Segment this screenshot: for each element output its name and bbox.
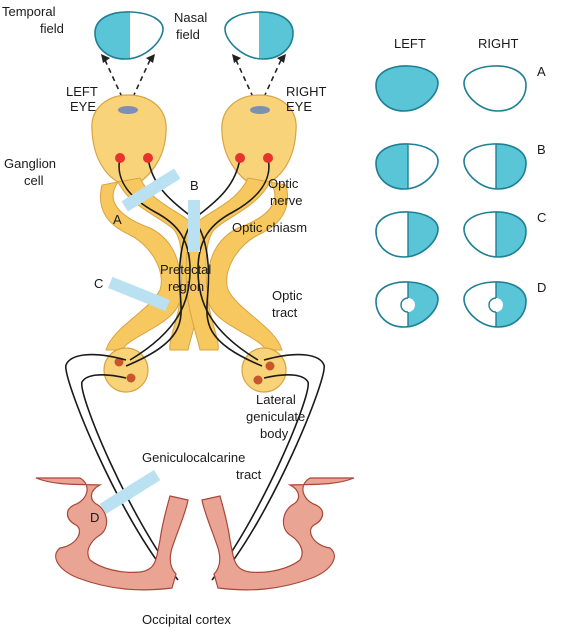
lesion-letter-a: A [113, 212, 122, 227]
defect-row-a: A [375, 64, 546, 112]
lesion-b-bar [188, 200, 200, 252]
lesion-c-bar [108, 276, 170, 312]
defect-row-d: D [375, 280, 546, 328]
optic-chiasm-label: Optic chiasm [232, 220, 307, 235]
defect-row-b: B [375, 142, 546, 190]
sight-arrowheads [101, 54, 286, 63]
lesion-d-bar [99, 469, 161, 515]
occipital-cortex-label: Occipital cortex [142, 612, 231, 627]
lesion-markers [99, 168, 200, 515]
nerve-fibers [118, 157, 270, 367]
geniculocalcarine-tracts [65, 353, 325, 581]
lgb-cells [114, 357, 275, 385]
defect-row-c: C [375, 210, 546, 258]
lesion-letter-d: D [90, 510, 99, 525]
lesion-letter-c: C [94, 276, 103, 291]
lesion-a-bar [121, 168, 181, 212]
defect-letter-c: C [537, 210, 546, 225]
defect-letter-a: A [537, 64, 546, 79]
ganglion-cells [115, 153, 273, 163]
col-right-header: RIGHT [478, 36, 519, 51]
defect-letter-b: B [537, 142, 546, 157]
col-left-header: LEFT [394, 36, 426, 51]
right-lateral-geniculate-body [241, 347, 287, 393]
right-eye-fovea [250, 106, 270, 114]
occipital-cortex [35, 477, 355, 591]
field-defects-panel: LEFT RIGHT A B C D [375, 36, 546, 328]
lesion-letter-b: B [190, 178, 199, 193]
left-eye-field-a [376, 65, 438, 111]
defect-letter-d: D [537, 280, 546, 295]
left-eye-fovea [118, 106, 138, 114]
left-lateral-geniculate-body [103, 347, 149, 393]
